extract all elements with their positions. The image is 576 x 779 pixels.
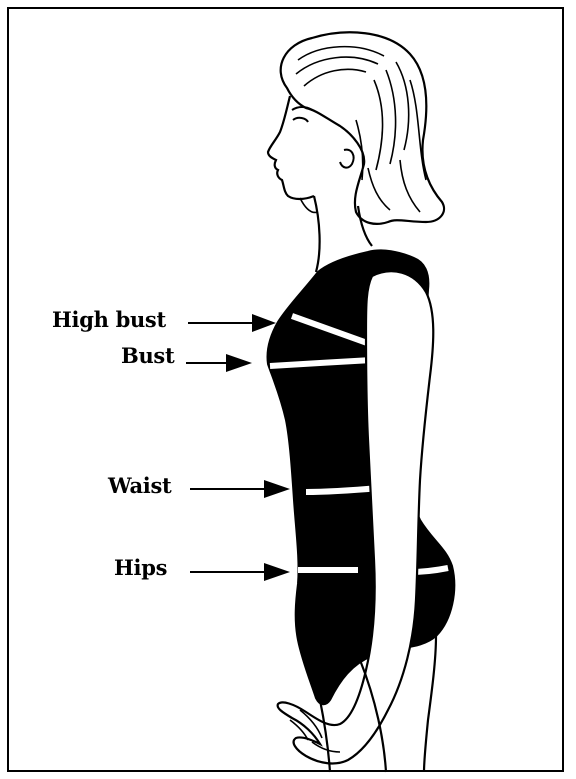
arrow-hips bbox=[190, 563, 290, 581]
neck-front bbox=[314, 196, 320, 272]
arrow-waist bbox=[190, 480, 290, 498]
arrow-high-bust bbox=[188, 314, 276, 332]
label-bust: Bust bbox=[121, 345, 174, 366]
label-hips: Hips bbox=[114, 557, 167, 578]
arrow-bust bbox=[186, 354, 252, 372]
hair bbox=[281, 32, 444, 224]
eye bbox=[293, 118, 308, 122]
face-profile bbox=[268, 96, 314, 199]
ear bbox=[340, 150, 354, 168]
label-waist: Waist bbox=[108, 475, 171, 496]
label-high-bust: High bust bbox=[52, 309, 166, 330]
